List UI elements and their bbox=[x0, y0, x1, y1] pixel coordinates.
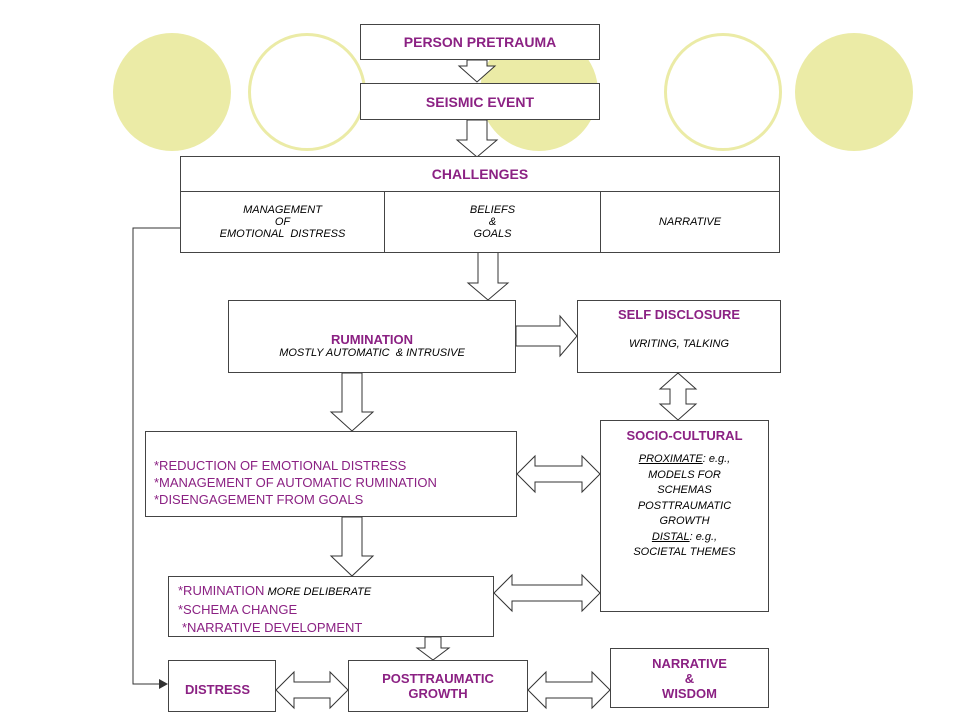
decorative-circle-2 bbox=[248, 33, 366, 151]
challenge-beliefs-line-3: GOALS bbox=[473, 228, 512, 240]
proximate-line: PROXIMATE: e.g., bbox=[601, 452, 768, 468]
reduction-line-1: *REDUCTION OF EMOTIONAL DISTRESS bbox=[154, 458, 407, 473]
decorative-circle-5 bbox=[795, 33, 913, 151]
rumination-subtitle: MOSTLY AUTOMATIC & INTRUSIVE bbox=[279, 347, 465, 359]
deliberate-rumination-box: *RUMINATION MORE DELIBERATE *SCHEMA CHAN… bbox=[168, 576, 494, 637]
socio-cultural-details: PROXIMATE: e.g., MODELS FOR SCHEMAS POST… bbox=[601, 452, 768, 561]
person-pretrauma-label: PERSON PRETRAUMA bbox=[403, 34, 557, 50]
self-disclosure-subtitle: WRITING, TALKING bbox=[628, 338, 730, 350]
socio-line-2: SCHEMAS bbox=[657, 484, 712, 496]
self-disclosure-title: SELF DISCLOSURE bbox=[617, 307, 741, 322]
distress-box: DISTRESS bbox=[168, 660, 276, 712]
posttraumatic-growth-box: POSTTRAUMATIC GROWTH bbox=[348, 660, 528, 712]
deliberate-line-2: *SCHEMA CHANGE bbox=[178, 602, 298, 617]
distal-label: DISTAL bbox=[651, 530, 690, 543]
challenge-beliefs-line-1: BELIEFS bbox=[469, 204, 516, 216]
seismic-event-label: SEISMIC EVENT bbox=[425, 93, 535, 110]
proximate-rest: : e.g., bbox=[702, 453, 731, 465]
decorative-circle-1 bbox=[113, 33, 231, 151]
challenge-beliefs-line-2: & bbox=[488, 216, 497, 228]
distress-label: DISTRESS bbox=[185, 682, 251, 697]
socio-line-3: POSTTRAUMATIC bbox=[637, 499, 732, 512]
socio-line-1: MODELS FOR bbox=[648, 468, 721, 481]
person-pretrauma-box: PERSON PRETRAUMA bbox=[360, 24, 600, 60]
socio-cultural-title: SOCIO-CULTURAL bbox=[626, 428, 743, 443]
reduction-box: *REDUCTION OF EMOTIONAL DISTRESS *MANAGE… bbox=[145, 431, 517, 517]
deliberate-line-1-small: MORE DELIBERATE bbox=[264, 586, 372, 598]
proximate-label: PROXIMATE bbox=[638, 453, 703, 465]
narrative-wisdom-box: NARRATIVE & WISDOM bbox=[610, 648, 769, 708]
distal-rest: : e.g., bbox=[689, 530, 718, 543]
rumination-box: RUMINATION MOSTLY AUTOMATIC & INTRUSIVE bbox=[228, 300, 516, 373]
rumination-title: RUMINATION bbox=[330, 332, 414, 347]
growth-line-1: POSTTRAUMATIC bbox=[382, 671, 494, 686]
reduction-line-3: *DISENGAGEMENT FROM GOALS bbox=[154, 492, 364, 507]
deliberate-line-1-main: *RUMINATION bbox=[178, 583, 265, 598]
growth-line-2: GROWTH bbox=[408, 686, 468, 701]
socio-cultural-box: SOCIO-CULTURAL PROXIMATE: e.g., MODELS F… bbox=[600, 420, 769, 612]
socio-line-4: GROWTH bbox=[659, 515, 710, 527]
challenge-beliefs-box: BELIEFS & GOALS bbox=[384, 191, 601, 253]
socio-line-last: SOCIETAL THEMES bbox=[633, 546, 736, 558]
challenge-management-line-2: OF bbox=[274, 216, 291, 228]
distal-line: DISTAL: e.g., bbox=[601, 530, 768, 546]
challenge-management-box: MANAGEMENT OF EMOTIONAL DISTRESS bbox=[180, 191, 385, 253]
wisdom-line-1: NARRATIVE bbox=[652, 655, 727, 671]
reduction-line-2: *MANAGEMENT OF AUTOMATIC RUMINATION bbox=[154, 475, 437, 490]
challenge-narrative-label: NARRATIVE bbox=[658, 216, 722, 228]
challenges-header-box: CHALLENGES bbox=[180, 156, 780, 192]
deliberate-line-1: *RUMINATION MORE DELIBERATE bbox=[178, 582, 493, 601]
deliberate-line-3: *NARRATIVE DEVELOPMENT bbox=[182, 620, 363, 635]
decorative-circle-4 bbox=[664, 33, 782, 151]
challenge-management-line-1: MANAGEMENT bbox=[243, 204, 322, 216]
challenge-management-line-3: EMOTIONAL DISTRESS bbox=[219, 228, 346, 240]
challenges-title: CHALLENGES bbox=[431, 166, 529, 182]
wisdom-line-3: WISDOM bbox=[662, 685, 717, 701]
wisdom-line-2: & bbox=[684, 670, 695, 686]
self-disclosure-box: SELF DISCLOSURE WRITING, TALKING bbox=[577, 300, 781, 373]
seismic-event-box: SEISMIC EVENT bbox=[360, 83, 600, 120]
challenge-narrative-box: NARRATIVE bbox=[600, 191, 780, 253]
